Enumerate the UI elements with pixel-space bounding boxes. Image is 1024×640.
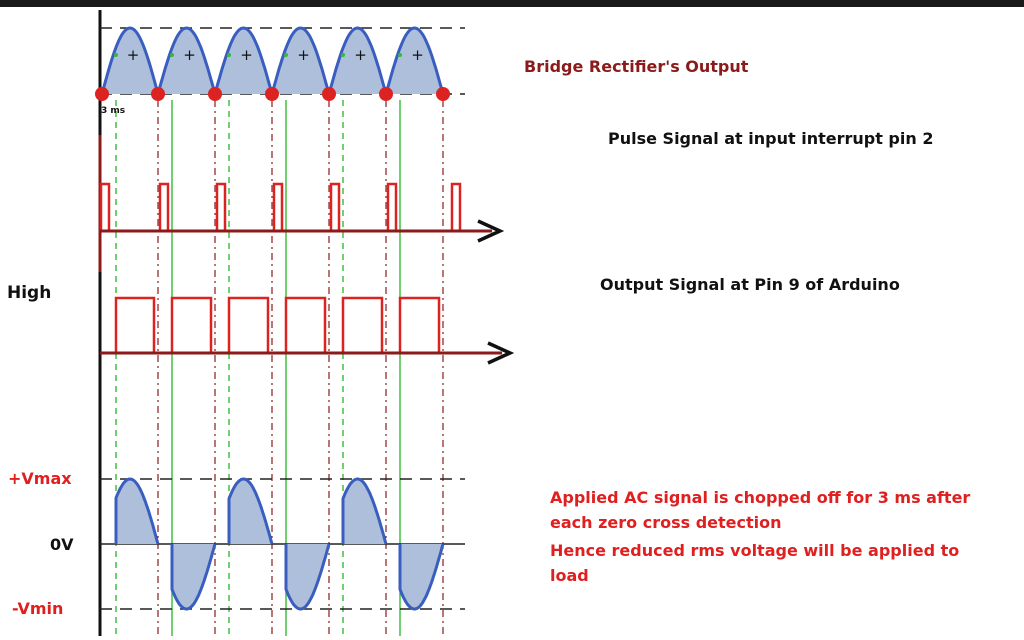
rectifier-hump — [213, 26, 274, 95]
ac-halfcycle — [398, 543, 445, 611]
rectifier-hump-fill — [215, 28, 272, 94]
rectifier-hump-fill — [272, 28, 329, 94]
explanation-note: Applied AC signal is chopped off for 3 m… — [550, 488, 970, 585]
rectifier-hump-fill — [158, 28, 215, 94]
rectifier-hump-fill — [102, 28, 158, 94]
ac-halfcycle-fill — [229, 479, 272, 544]
ac-halfcycle — [341, 477, 388, 545]
ac-halfcycle — [227, 477, 274, 545]
rectifier-title: Bridge Rectifier's Output — [524, 57, 749, 76]
ac-halfcycle-fill — [116, 479, 158, 544]
chopped-ac-plot: +Vmax 0V -Vmin — [8, 469, 465, 618]
rectifier-hump — [156, 26, 217, 95]
high-label: High — [7, 283, 51, 303]
trigger-marker — [284, 53, 288, 57]
trigger-marker — [341, 53, 345, 57]
rectifier-hump — [100, 26, 160, 95]
pulse-waveform — [99, 182, 462, 233]
trigger-marker — [398, 53, 402, 57]
plus-sign-label: + — [411, 46, 424, 64]
note-line-3: Hence reduced rms voltage will be applie… — [550, 541, 959, 560]
ac-halfcycle — [284, 543, 331, 611]
zero-volt-label: 0V — [50, 535, 74, 554]
output-axis-arrowhead — [487, 341, 515, 365]
rectifier-hump — [384, 26, 445, 95]
plus-sign-label: + — [297, 46, 310, 64]
rectifier-hump — [327, 26, 388, 95]
trigger-marker — [170, 53, 174, 57]
ac-halfcycle — [114, 477, 160, 545]
ac-halfcycle-fill — [172, 544, 215, 609]
zero-cross-dot — [151, 87, 165, 101]
trigger-marker — [227, 53, 231, 57]
ac-halfcycle — [170, 543, 217, 611]
note-line-4: load — [550, 566, 589, 585]
ms-tag-label: 3 ms — [101, 106, 125, 116]
zero-cross-dot — [208, 87, 222, 101]
rectifier-hump — [270, 26, 331, 95]
plus-sign-label: + — [354, 46, 367, 64]
output-title: Output Signal at Pin 9 of Arduino — [600, 275, 900, 294]
note-line-1: Applied AC signal is chopped off for 3 m… — [550, 488, 970, 507]
zero-cross-dot — [322, 87, 336, 101]
note-line-2: each zero cross detection — [550, 513, 782, 532]
zero-cross-dot — [95, 87, 109, 101]
rectifier-output-plot: + + + + + + 3 ms Bridge Rectifier's Output — [95, 26, 749, 116]
pulse-title: Pulse Signal at input interrupt pin 2 — [608, 129, 933, 148]
pulse-axis-arrowhead — [477, 219, 505, 243]
zero-cross-dot — [379, 87, 393, 101]
plus-sign-label: + — [240, 46, 253, 64]
rectifier-hump-fill — [329, 28, 386, 94]
top-band — [0, 0, 1024, 7]
ac-halfcycle-fill — [286, 544, 329, 609]
zero-cross-dot — [436, 87, 450, 101]
zero-cross-dot — [265, 87, 279, 101]
ac-halfcycle-fill — [343, 479, 386, 544]
pulse-signal-plot: Pulse Signal at input interrupt pin 2 — [98, 129, 933, 272]
ac-halfcycle-fill — [400, 544, 443, 609]
vmin-label: -Vmin — [12, 599, 63, 618]
vmax-label: +Vmax — [8, 469, 72, 488]
guide-lines — [115, 100, 444, 636]
plus-sign-label: + — [183, 46, 196, 64]
output-waveform — [100, 296, 441, 355]
rectifier-hump-fill — [386, 28, 443, 94]
trigger-marker — [114, 53, 118, 57]
output-signal-plot: High Output Signal at Pin 9 of Arduino — [7, 275, 900, 365]
plus-sign-label: + — [127, 46, 140, 64]
